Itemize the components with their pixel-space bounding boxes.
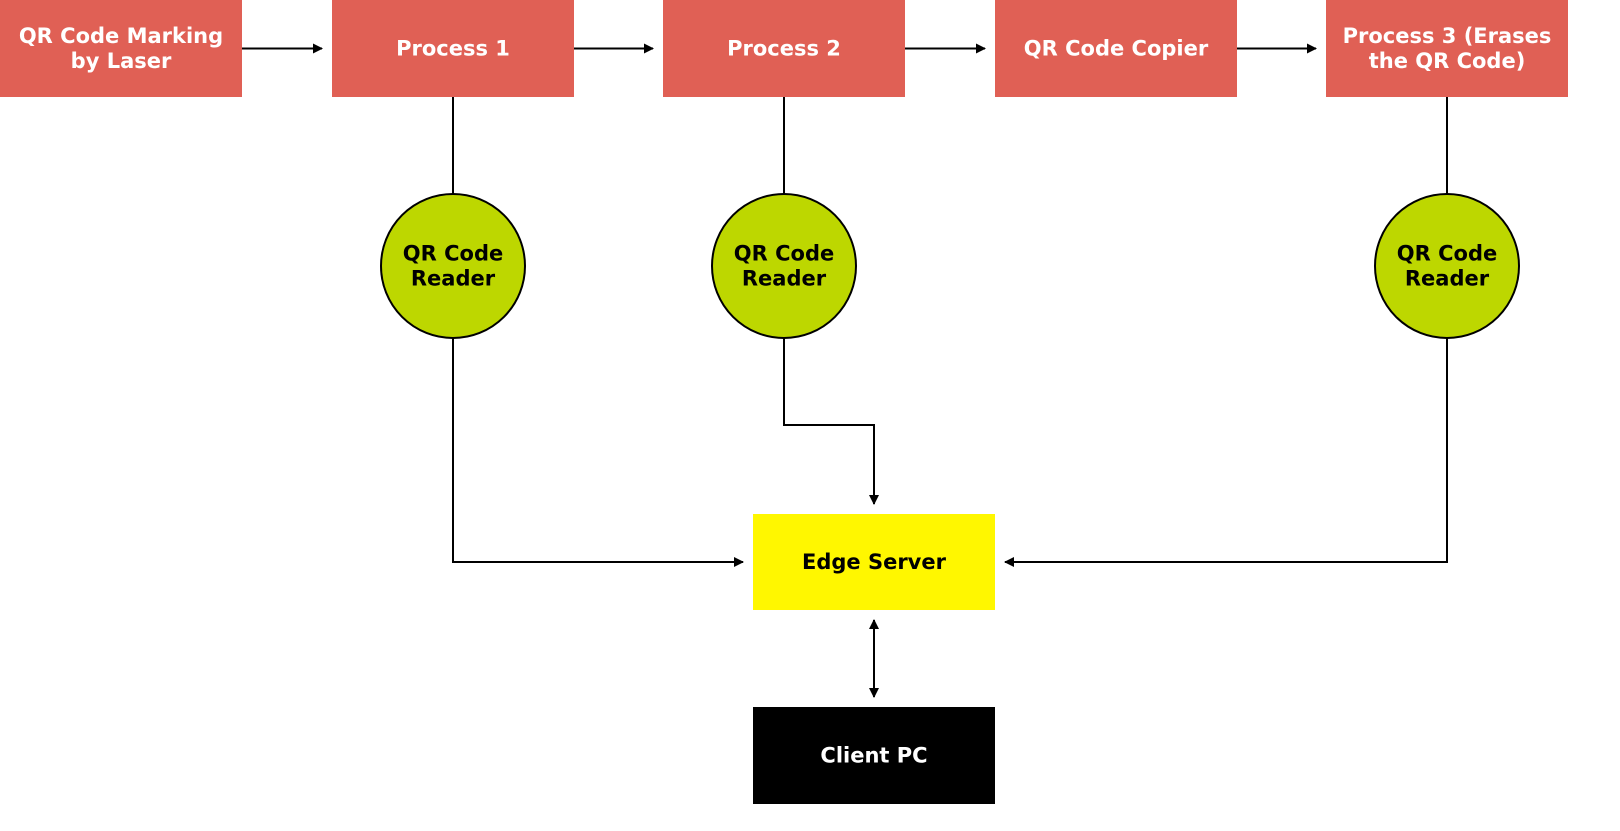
qr-reader-circle [711, 193, 857, 339]
process-label: Process 3 (Erases [1343, 24, 1552, 48]
process-box-bg [332, 0, 574, 97]
process-box-bg [995, 0, 1237, 97]
qr-reader-label: QR Code [734, 242, 834, 266]
process-box-bg [0, 0, 242, 97]
connector-reader1-to-edge-server [452, 338, 744, 567]
process-box-process1: Process 1 [332, 0, 574, 97]
process-box-copier: QR Code Copier [995, 0, 1237, 97]
connector-reader2-to-edge-server [783, 338, 879, 505]
connector-layer [242, 43, 1448, 698]
client-pc-label: Client PC [820, 744, 927, 768]
process-label: by Laser [71, 49, 172, 73]
edge-server-bg [753, 514, 995, 610]
client-pc-bg [753, 707, 995, 804]
process-box-bg [663, 0, 905, 97]
edge-server-label: Edge Server [802, 550, 947, 574]
qr-reader-label: Reader [742, 267, 827, 291]
qr-reader-label: QR Code [1397, 242, 1497, 266]
client-pc-box: Client PC [753, 707, 995, 804]
process-label: Process 1 [396, 37, 510, 61]
process-label: Process 2 [727, 37, 841, 61]
process-box-process2: Process 2 [663, 0, 905, 97]
connector-reader3-to-edge-server [1004, 338, 1448, 567]
process-label: the QR Code) [1369, 49, 1526, 73]
process-box-bg [1326, 0, 1568, 97]
qr-reader-label: Reader [1405, 267, 1490, 291]
process-label: QR Code Copier [1024, 37, 1209, 61]
edge-server-box: Edge Server [753, 514, 995, 610]
qr-reader-circle [1374, 193, 1520, 339]
qr-reader-circle [380, 193, 526, 339]
qr-reader-label: Reader [411, 267, 496, 291]
process-label: QR Code Marking [19, 24, 223, 48]
qr-reader-label: QR Code [403, 242, 503, 266]
